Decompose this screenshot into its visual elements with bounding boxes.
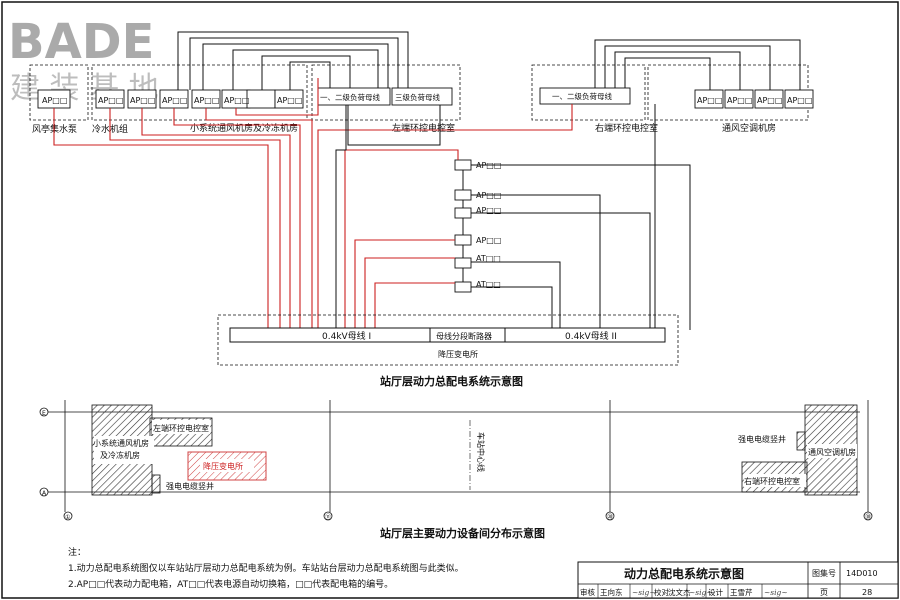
tie-breaker-label: 母线分段断路器 xyxy=(436,331,492,341)
top-caption: 站厅层动力总配电系统示意图 xyxy=(380,374,523,388)
top-ap-labels: AP□□ AP□□ AP□□ AP□□ AP□□ AP□□ AP□□ 一、二级负… xyxy=(42,91,812,105)
watermark-brand: BADE xyxy=(8,14,154,70)
black-feeders xyxy=(335,104,691,330)
room-label-right-ctrl: 右端环控电控室 xyxy=(595,122,658,134)
notes: 注： 1.动力总配电系统图仅以车站站厅层动力总配电系统为例。车站站台层动力总配电… xyxy=(68,546,464,590)
mid-panel-4: AP□□ xyxy=(476,236,501,245)
middle-panel-labels: AP□□ AP□□ AP□□ AP□□ AT□□ AT□□ xyxy=(476,161,501,289)
axis-bottom-label: A xyxy=(42,490,47,497)
ap-label-4: AP□□ xyxy=(194,96,219,105)
tb-design-signature: ~sig~ xyxy=(764,588,788,597)
title-block: 动力总配电系统示意图 图集号 14D010 审核 王向东 ~sig~ 校对 沈文… xyxy=(577,561,899,599)
tb-review-label: 审核 xyxy=(580,587,595,597)
top-ap-boxes xyxy=(37,87,814,109)
page-number: 28 xyxy=(862,588,872,597)
right-shaft xyxy=(796,431,806,451)
atlas-label: 图集号 xyxy=(812,568,836,578)
mid-panel-5: AT□□ xyxy=(476,254,501,263)
ap-label-5: AP□□ xyxy=(224,96,249,105)
ap-right-2: AP□□ xyxy=(727,96,752,105)
left-room-label-2: 及冷冻机房 xyxy=(100,450,140,460)
ap-label-3: AP□□ xyxy=(162,96,187,105)
right-bus-12-label: 一、二级负荷母线 xyxy=(552,91,612,101)
note-1: 1.动力总配电系统图仅以车站站厅层动力总配电系统为例。车站站台层动力总配电系统图… xyxy=(68,562,464,574)
ap-right-3: AP□□ xyxy=(757,96,782,105)
mid-panel-3: AP□□ xyxy=(476,206,501,215)
title-block-title: 动力总配电系统示意图 xyxy=(624,566,744,581)
right-room-label: 通风空调机房 xyxy=(808,447,856,457)
room-label-left-ctrl: 左端环控电控室 xyxy=(392,122,455,134)
mid-panel-6: AT□□ xyxy=(476,280,501,289)
substation-bus xyxy=(229,327,666,343)
tb-checker: 沈文杰 xyxy=(668,587,691,597)
left-bus-12-label: 一、二级负荷母线 xyxy=(320,92,380,102)
ap-label-fengting: AP□□ xyxy=(42,96,67,105)
axis-top-label: E xyxy=(42,410,46,417)
atlas-number: 14D010 xyxy=(846,569,878,578)
floor-plan: E A ① ⑪ ⑳ ㉚ 车站中心线 小系统通风机房 及冷冻机房 左端环控电控室 … xyxy=(39,400,873,521)
left-shaft xyxy=(151,474,161,494)
note-2: 2.AP□□代表动力配电箱，AT□□代表电源自动切换箱，□□代表配电箱的编号。 xyxy=(68,578,393,590)
floor-caption: 站厅层主要动力设备间分布示意图 xyxy=(380,526,545,540)
right-feeder-bracket xyxy=(594,39,801,90)
notes-title: 注： xyxy=(68,546,86,558)
tb-check-signature: ~sig~ xyxy=(689,588,713,597)
red-feeders xyxy=(53,78,573,330)
ap-right-4: AP□□ xyxy=(787,96,812,105)
centerline-label: 车站中心线 xyxy=(476,432,486,472)
substation-boundary xyxy=(217,314,679,366)
ap-label-6: AP□□ xyxy=(277,96,302,105)
tb-reviewer: 王向东 xyxy=(600,587,623,597)
ap-label-1: AP□□ xyxy=(98,96,123,105)
left-bus-3-label: 三级负荷母线 xyxy=(395,92,440,102)
watermark-logo: BADE 建 装 基 地 xyxy=(8,14,159,106)
right-ctrl-label: 右端环控电控室 xyxy=(744,476,800,486)
col-label-20: ⑳ xyxy=(607,513,613,521)
left-ctrl-label: 左端环控电控室 xyxy=(153,423,209,433)
right-shaft-label: 强电电缆竖井 xyxy=(738,434,786,444)
room-label-small-system: 小系统通风机房及冷冻机房 xyxy=(190,122,298,134)
ap-right-1: AP□□ xyxy=(697,96,722,105)
page-label: 页 xyxy=(820,588,828,597)
tb-check-label: 校对 xyxy=(654,587,669,597)
bus-2-label: 0.4kV母线 II xyxy=(565,330,617,342)
room-label-ventilation: 通风空调机房 xyxy=(722,122,776,134)
substation: 0.4kV母线 I 母线分段断路器 0.4kV母线 II 降压变电所 xyxy=(217,314,679,366)
substation-name: 降压变电所 xyxy=(438,349,478,359)
tb-design-label: 设计 xyxy=(708,587,723,597)
left-room-label-1: 小系统通风机房 xyxy=(93,438,149,448)
col-label-30: ㉚ xyxy=(865,513,871,521)
tb-review-signature: ~sig~ xyxy=(632,588,656,597)
floor-substation-label: 降压变电所 xyxy=(203,461,243,471)
ap-label-2: AP□□ xyxy=(130,96,155,105)
tb-designer: 王雪芹 xyxy=(730,587,753,597)
left-feeder-bracket xyxy=(177,31,409,90)
bus-1-label: 0.4kV母线 I xyxy=(322,330,371,342)
col-label-1: ① xyxy=(65,514,70,521)
left-shaft-label: 强电电缆竖井 xyxy=(166,481,214,491)
room-labels: 风亭集水泵 冷水机组 小系统通风机房及冷冻机房 左端环控电控室 右端环控电控室 … xyxy=(32,122,776,135)
col-label-11: ⑪ xyxy=(325,513,331,521)
